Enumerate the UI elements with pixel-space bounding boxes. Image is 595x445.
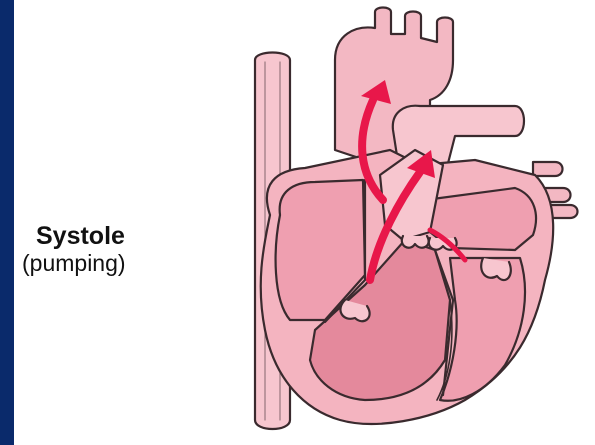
left-accent-bar <box>0 0 14 445</box>
caption-subtitle: (pumping) <box>22 250 222 276</box>
heart-diagram <box>215 0 590 445</box>
caption-title: Systole <box>22 222 222 250</box>
pulmonary-vein-upper <box>533 162 563 176</box>
diagram-caption: Systole (pumping) <box>22 222 222 276</box>
